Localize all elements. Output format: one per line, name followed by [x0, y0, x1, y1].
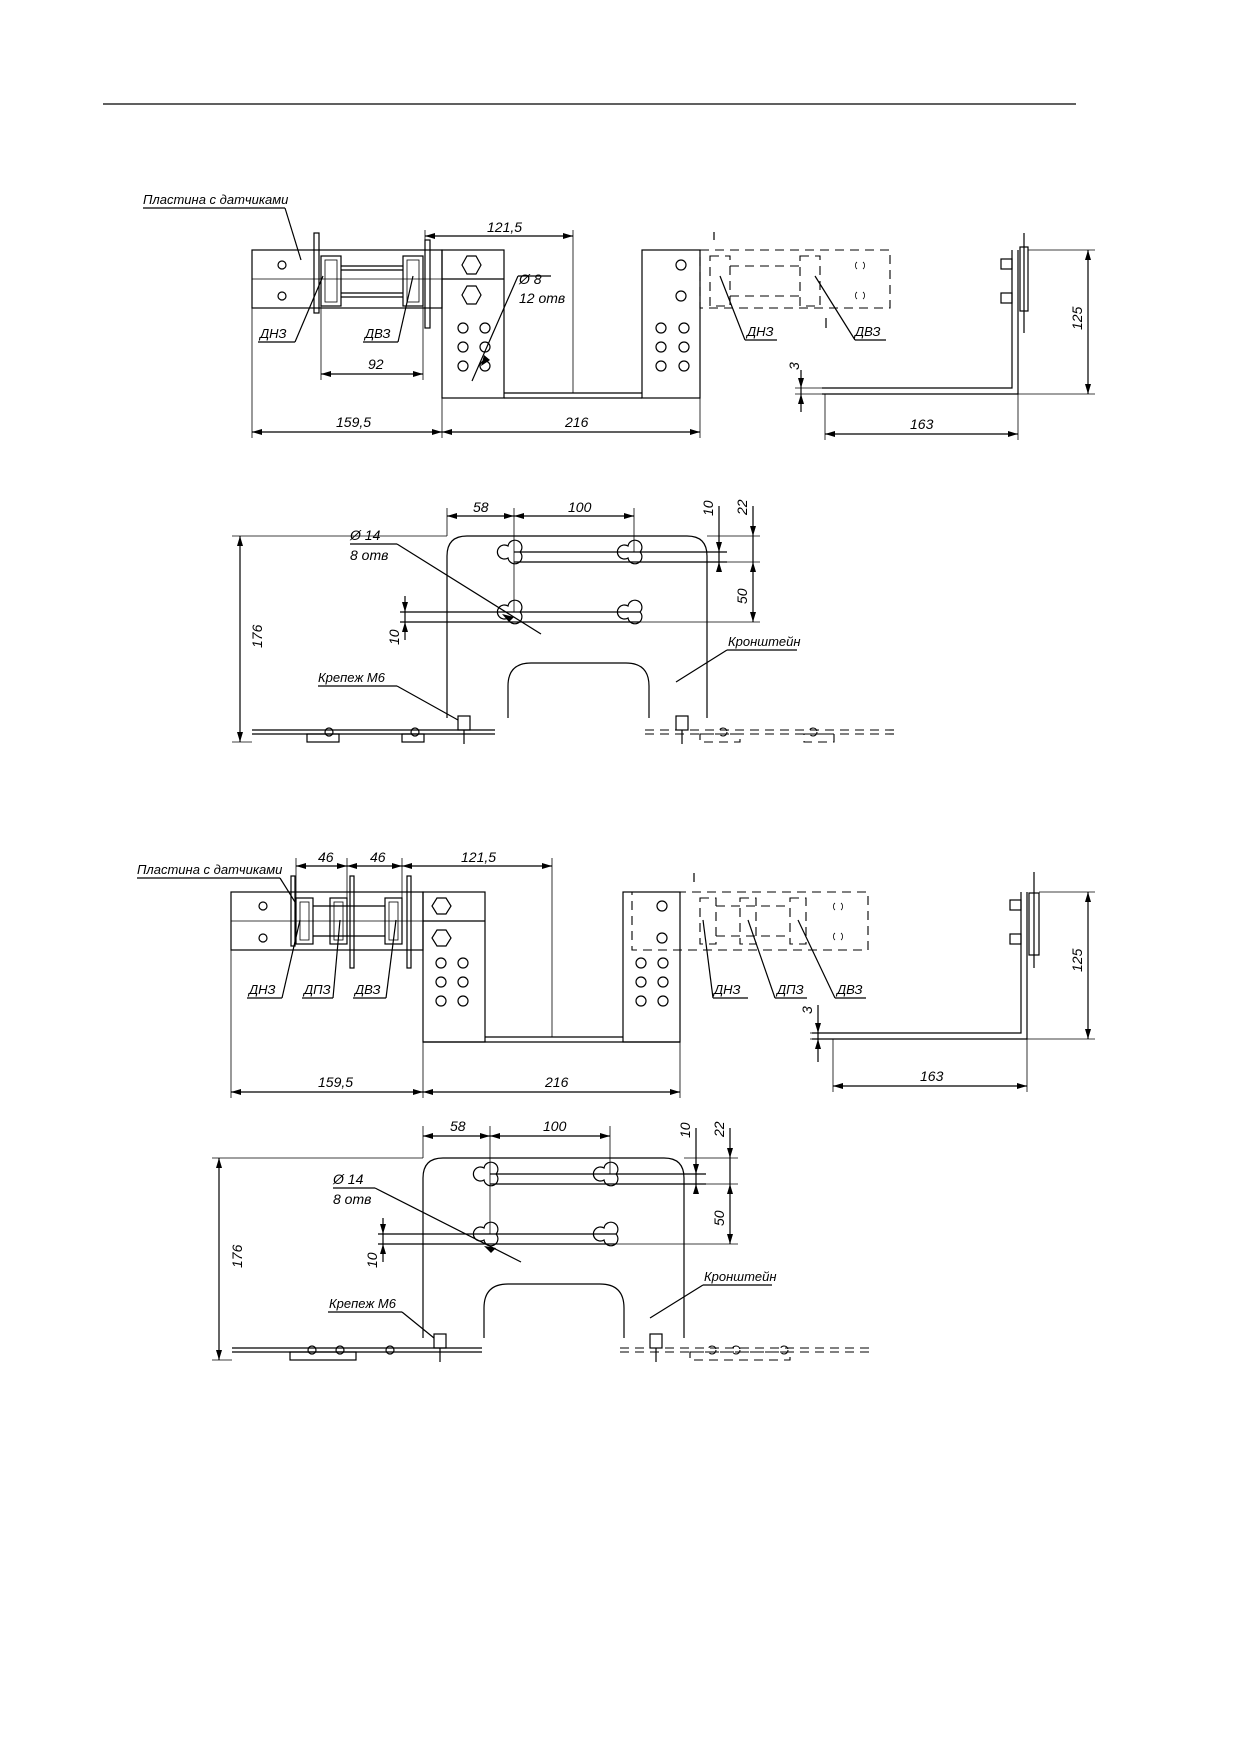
dim-176: 176: [249, 624, 265, 648]
variant1-side-view: 125 163 3: [786, 233, 1095, 440]
dim-22: 22: [734, 499, 750, 516]
dim-3-b: 3: [799, 1006, 815, 1014]
variant2-side-view: 125 163 3: [799, 872, 1095, 1092]
label-bracket: Кронштейн: [728, 634, 801, 649]
label-bracket-b: Кронштейн: [704, 1269, 777, 1284]
label-dnz-2: ДНЗ: [247, 982, 276, 997]
label-holes-14-count-b: 8 отв: [333, 1191, 371, 1207]
label-holes-8: Ø 8: [518, 271, 542, 287]
dim-92: 92: [368, 356, 384, 372]
dim-121-5: 121,5: [487, 219, 522, 235]
dim-125-b: 125: [1069, 948, 1085, 972]
dim-10-top: 10: [700, 500, 716, 516]
dim-50-b: 50: [711, 1210, 727, 1226]
label-dvz: ДВЗ: [363, 326, 391, 341]
dim-100-b: 100: [543, 1118, 567, 1134]
dim-10-left: 10: [386, 629, 402, 645]
dim-216: 216: [564, 414, 589, 430]
dim-176-b: 176: [229, 1244, 245, 1268]
dim-10-top-b: 10: [677, 1122, 693, 1138]
label-plate-with-sensors: Пластина с датчиками: [143, 192, 288, 207]
label-dvz-2: ДВЗ: [353, 982, 381, 997]
label-holes-14-count: 8 отв: [350, 547, 388, 563]
dim-159-5-b: 159,5: [318, 1074, 353, 1090]
label-dnz-2-hidden: ДНЗ: [712, 982, 741, 997]
variant1-front-view: 58 100 176 22 50 10 10: [232, 499, 900, 744]
label-dpz-2: ДПЗ: [302, 982, 331, 997]
dim-3: 3: [786, 362, 802, 370]
dim-58: 58: [473, 499, 489, 515]
dim-10-left-b: 10: [364, 1252, 380, 1268]
dim-121-5-b: 121,5: [461, 849, 496, 865]
sensor-dnz: [320, 255, 342, 307]
label-dvz-hidden: ДВЗ: [853, 324, 881, 339]
dim-216-b: 216: [544, 1074, 569, 1090]
label-plate-with-sensors-2: Пластина с датчиками: [137, 862, 282, 877]
variant2-top-view: 46 46 121,5 159,5 216 Пластина с датчика…: [137, 849, 1095, 1098]
dim-58-b: 58: [450, 1118, 466, 1134]
variant1-top-view: 121,5 92 159,5 216 Ø 8 12 отв Пластина с…: [143, 192, 1095, 440]
label-dnz-hidden: ДНЗ: [745, 324, 774, 339]
label-holes-8-count: 12 отв: [519, 290, 565, 306]
hidden-sensor-plate: [699, 249, 891, 309]
label-fastener: Крепеж М6: [318, 670, 386, 685]
dim-163-b: 163: [920, 1068, 944, 1084]
label-dvz-2-hidden: ДВЗ: [835, 982, 863, 997]
sensor-dvz: [402, 255, 424, 307]
bracket-right-post: [641, 249, 701, 399]
dim-125: 125: [1069, 306, 1085, 330]
dim-46-b: 46: [370, 849, 386, 865]
slot-holes-14: [496, 539, 643, 625]
label-dpz-2-hidden: ДПЗ: [775, 982, 804, 997]
dim-159-5: 159,5: [336, 414, 371, 430]
label-holes-14-b: Ø 14: [332, 1171, 364, 1187]
variant2-front-view: 58 100 176 22 50 10 10 Ø 14 8 отв: [212, 1118, 872, 1362]
label-holes-14: Ø 14: [349, 527, 381, 543]
dim-46-a: 46: [318, 849, 334, 865]
label-dnz: ДНЗ: [258, 326, 287, 341]
dim-22-b: 22: [711, 1121, 727, 1138]
label-fastener-b: Крепеж М6: [329, 1296, 397, 1311]
bracket-left-post: [441, 249, 505, 399]
dim-100: 100: [568, 499, 592, 515]
dim-50: 50: [734, 588, 750, 604]
dim-163: 163: [910, 416, 934, 432]
